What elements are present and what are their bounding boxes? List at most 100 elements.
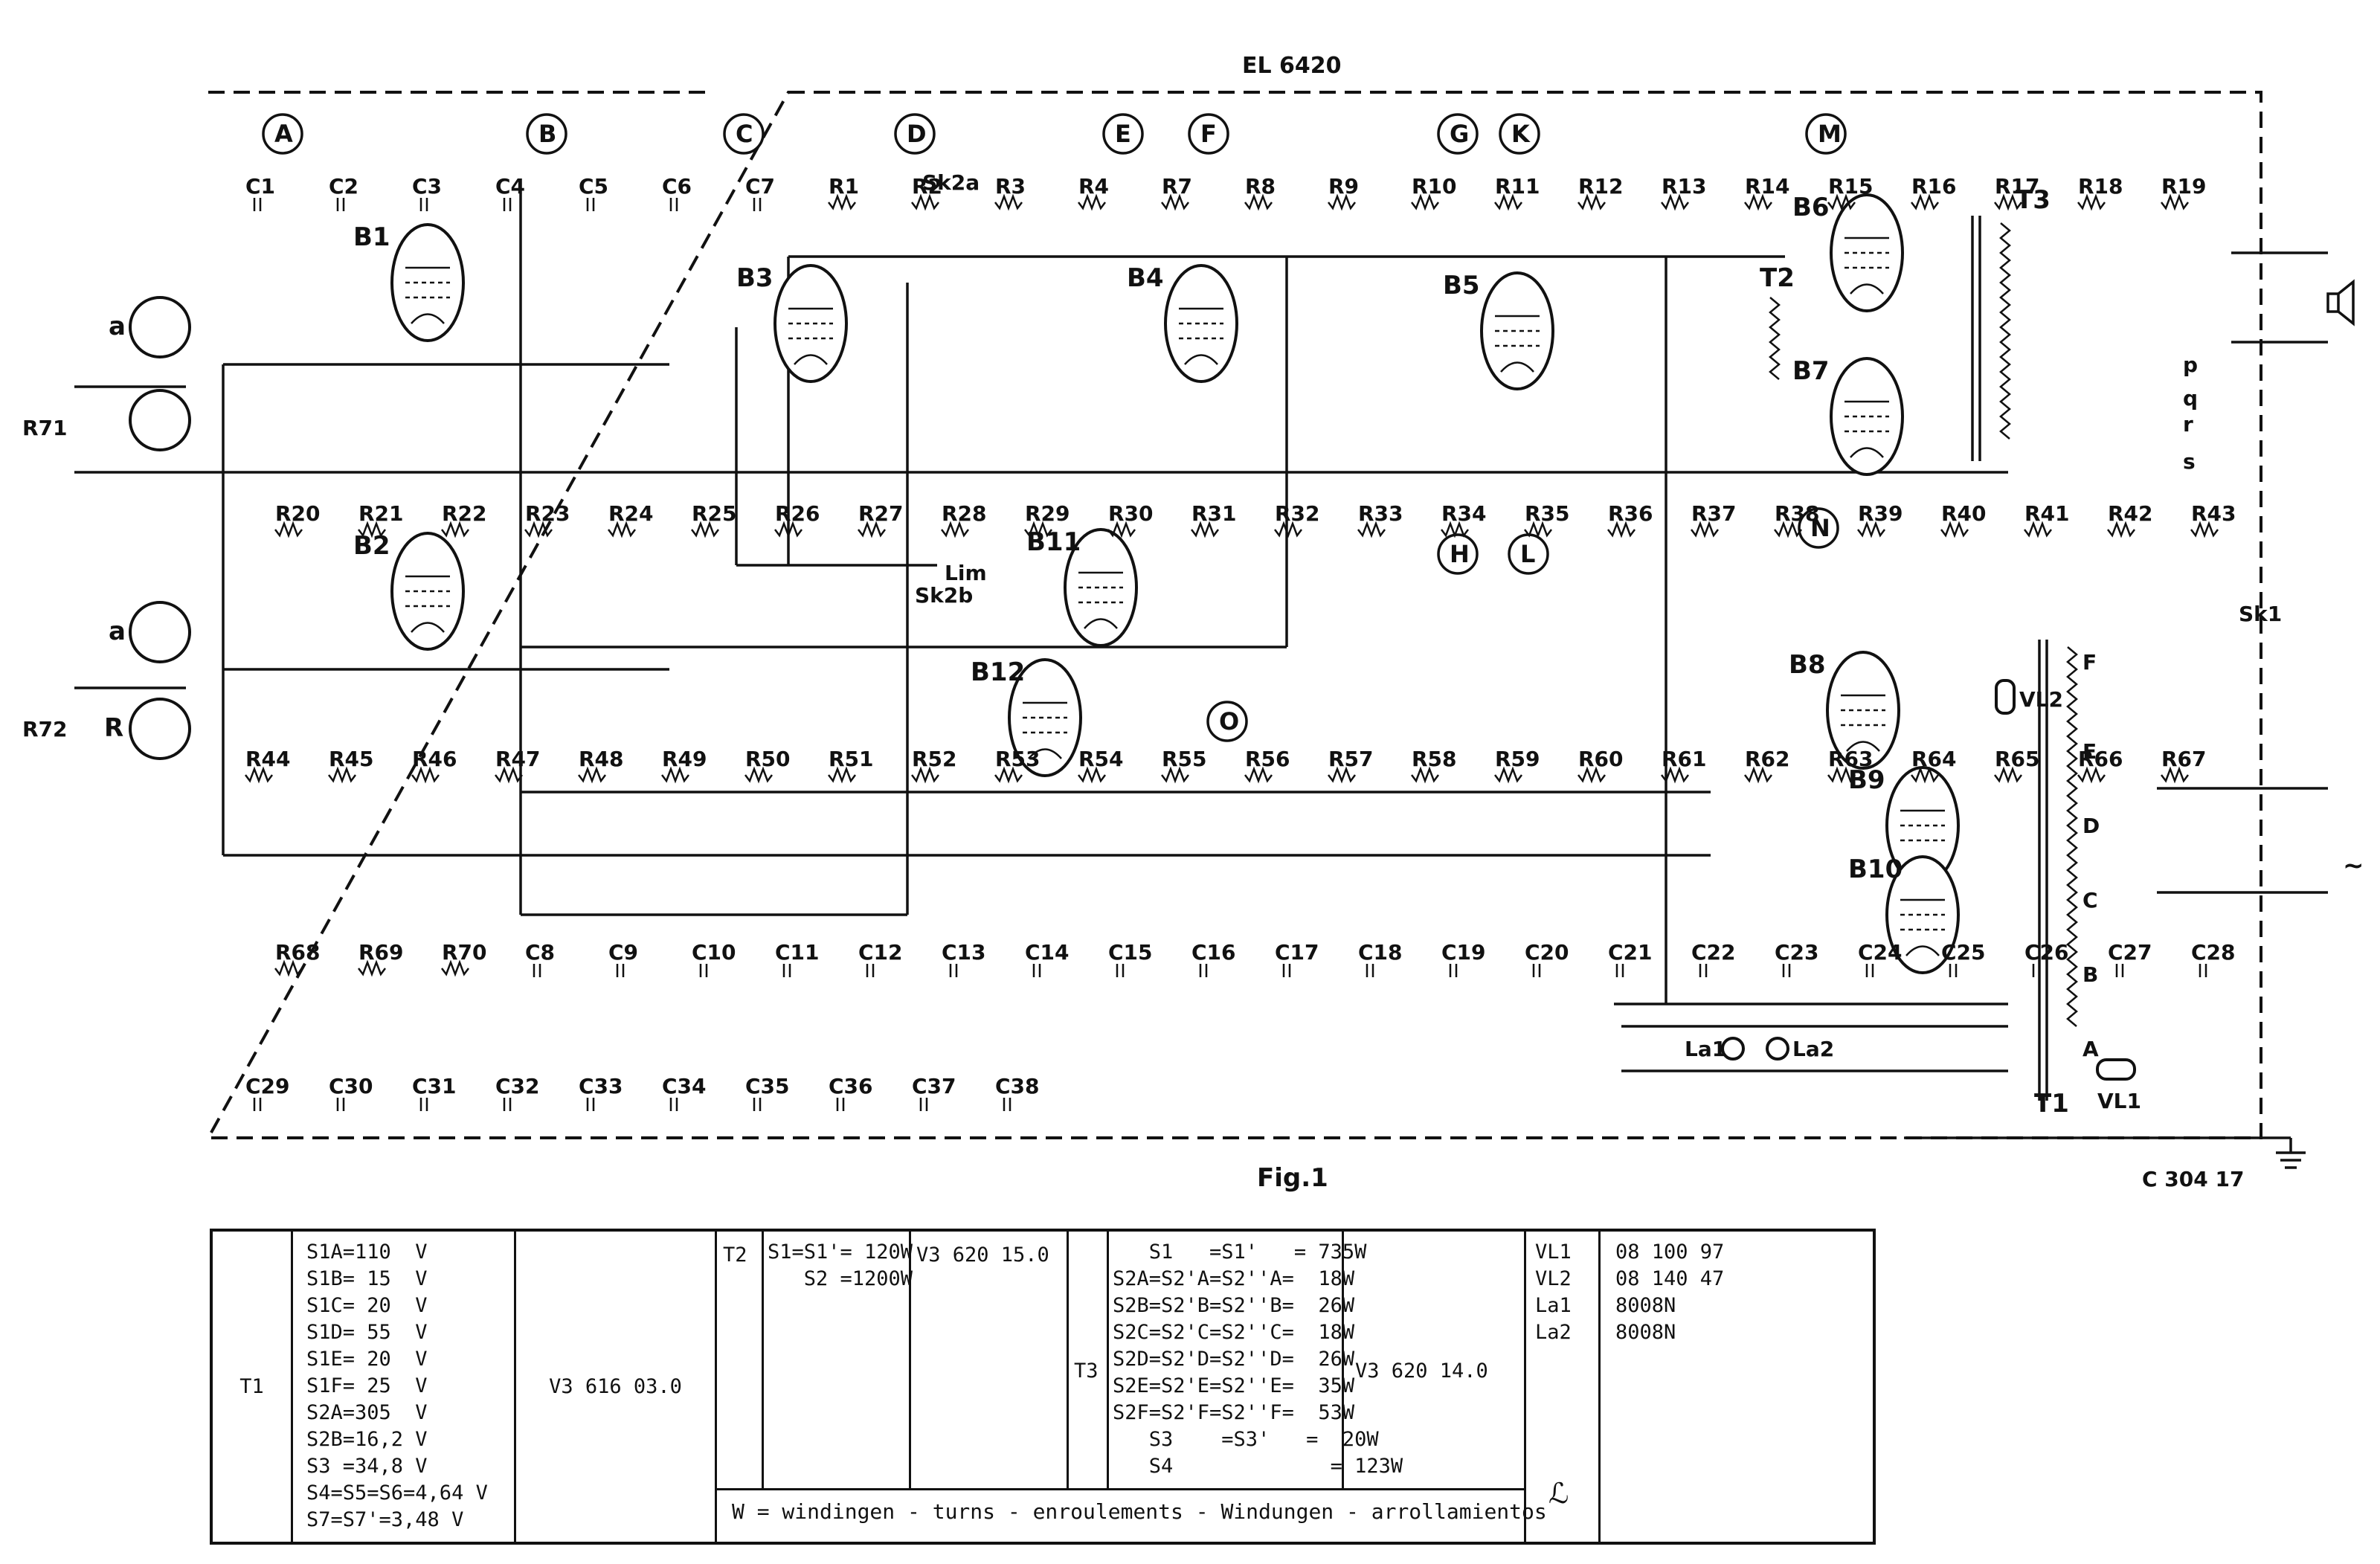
- t1-code: V3 616 03.0: [549, 1374, 682, 1398]
- t3-winding-line: S2F=S2'F=S2''F= 53W: [1113, 1401, 1355, 1424]
- svg-text:L: L: [1520, 540, 1535, 568]
- component-label: R2: [912, 174, 942, 199]
- t3-winding-line: S2D=S2'D=S2''D= 26W: [1113, 1348, 1355, 1371]
- resistor-icon: [911, 193, 939, 211]
- capacitor-icon: [669, 198, 678, 211]
- capacitor-icon: [1449, 964, 1458, 977]
- component-label: C37: [912, 1074, 956, 1098]
- component-label: C28: [2191, 940, 2236, 965]
- windings-footnote: W = windingen - turns - enroulements - W…: [732, 1499, 1547, 1524]
- t3-winding-line: S2C=S2'C=S2''C= 18W: [1113, 1321, 1355, 1344]
- capacitor-icon: [2199, 964, 2207, 977]
- component-label: C22: [1691, 940, 1736, 965]
- resistor-icon: [911, 766, 939, 784]
- resistor-icon: [1328, 766, 1356, 784]
- component-label: R65: [1995, 747, 2040, 771]
- resistor-icon: [1191, 521, 1219, 538]
- component-label: C26: [2024, 940, 2069, 965]
- t2-t3-block: T2 S1=S1'= 120W S2 =1200W V3 620 15.0 T3…: [717, 1232, 1547, 1542]
- component-label: C5: [579, 174, 608, 199]
- resistor-icon: [828, 193, 856, 211]
- component-label: R60: [1578, 747, 1624, 771]
- component-label: C15: [1108, 940, 1153, 965]
- resistor-icon: [994, 193, 1023, 211]
- capacitor-icon: [586, 198, 595, 211]
- resistor-icon: [274, 959, 303, 977]
- resistor-icon: [2024, 521, 2052, 538]
- test-point-n: N: [1798, 507, 1839, 549]
- capacitor-icon: [253, 198, 262, 211]
- component-label: R7: [1162, 174, 1192, 199]
- capacitor-icon: [1865, 964, 1874, 977]
- tube-b3: B3: [736, 263, 848, 383]
- svg-text:a: a: [109, 617, 126, 646]
- svg-text:B: B: [2082, 962, 2098, 987]
- component-label: R58: [1412, 747, 1457, 771]
- tube-b10: B10: [1848, 855, 1960, 974]
- t2-winding-line: S1=S1'= 120W: [768, 1240, 913, 1264]
- svg-text:F: F: [1200, 120, 1217, 148]
- svg-text:R: R: [104, 713, 123, 743]
- t2-label: T2: [723, 1243, 747, 1267]
- component-label: R64: [1911, 747, 1957, 771]
- tube-label: B9: [1848, 765, 1885, 795]
- capacitor-icon: [503, 198, 512, 211]
- capacitor-icon: [616, 964, 625, 977]
- svg-text:Lim: Lim: [945, 561, 987, 585]
- component-label: R34: [1441, 501, 1487, 526]
- svg-text:T3: T3: [2016, 185, 2051, 215]
- component-label: R15: [1828, 174, 1874, 199]
- component-label: R54: [1078, 747, 1124, 771]
- component-label: R23: [525, 501, 570, 526]
- test-point-g: G: [1437, 113, 1479, 155]
- svg-text:D: D: [907, 120, 927, 148]
- schematic-diagram: EL 6420 a a R: [22, 53, 2364, 1193]
- component-label: C35: [745, 1074, 790, 1098]
- resistor-icon: [1244, 193, 1273, 211]
- component-label: R63: [1828, 747, 1874, 771]
- component-label: R28: [942, 501, 987, 526]
- t2-winding-line: S2 =1200W: [768, 1267, 913, 1290]
- component-label: R38: [1775, 501, 1820, 526]
- tube-label: B7: [1792, 356, 1830, 386]
- resistor-icon: [1441, 521, 1469, 538]
- part-code-line: 08 140 47: [1615, 1267, 1725, 1290]
- transformer-coils: T1 T2 T3 F E D C B A: [1760, 185, 2100, 1119]
- test-point-e: E: [1102, 113, 1144, 155]
- tube-label: B4: [1127, 263, 1164, 293]
- capacitor-icon: [1366, 964, 1374, 977]
- svg-text:K: K: [1511, 120, 1531, 148]
- ground-icon: [2276, 1138, 2306, 1169]
- resistor-icon: [1827, 766, 1856, 784]
- test-point-a: A: [262, 113, 303, 155]
- capacitor-icon: [1699, 964, 1708, 977]
- component-label: R9: [1328, 174, 1359, 199]
- component-label: R44: [245, 747, 291, 771]
- component-label: C19: [1441, 940, 1486, 965]
- t1-label: T1: [239, 1374, 264, 1398]
- capacitor-icon: [1532, 964, 1541, 977]
- component-label: C36: [829, 1074, 873, 1098]
- tube-b8: B8: [1789, 650, 1900, 770]
- svg-text:La1: La1: [1685, 1037, 1726, 1061]
- svg-text:a: a: [109, 312, 126, 341]
- model-title: EL 6420: [1242, 53, 1342, 79]
- capacitor-icon: [2032, 964, 2041, 977]
- capacitor-icon: [919, 1098, 928, 1111]
- component-label: R25: [692, 501, 737, 526]
- resistor-icon: [1691, 521, 1719, 538]
- capacitor-icon: [782, 964, 791, 977]
- signature-mark: ℒ: [1548, 1477, 1569, 1510]
- svg-text:E: E: [1115, 120, 1131, 148]
- resistor-icon: [274, 521, 303, 538]
- svg-text:s: s: [2183, 449, 2196, 474]
- component-label: R32: [1275, 501, 1320, 526]
- svg-text:VL1: VL1: [2097, 1089, 2141, 1113]
- resistor-icon: [608, 521, 636, 538]
- svg-text:A: A: [274, 120, 293, 148]
- resistor-icon: [1078, 766, 1106, 784]
- component-label: R27: [858, 501, 904, 526]
- resistor-icon: [328, 766, 356, 784]
- test-point-m: M: [1805, 113, 1847, 155]
